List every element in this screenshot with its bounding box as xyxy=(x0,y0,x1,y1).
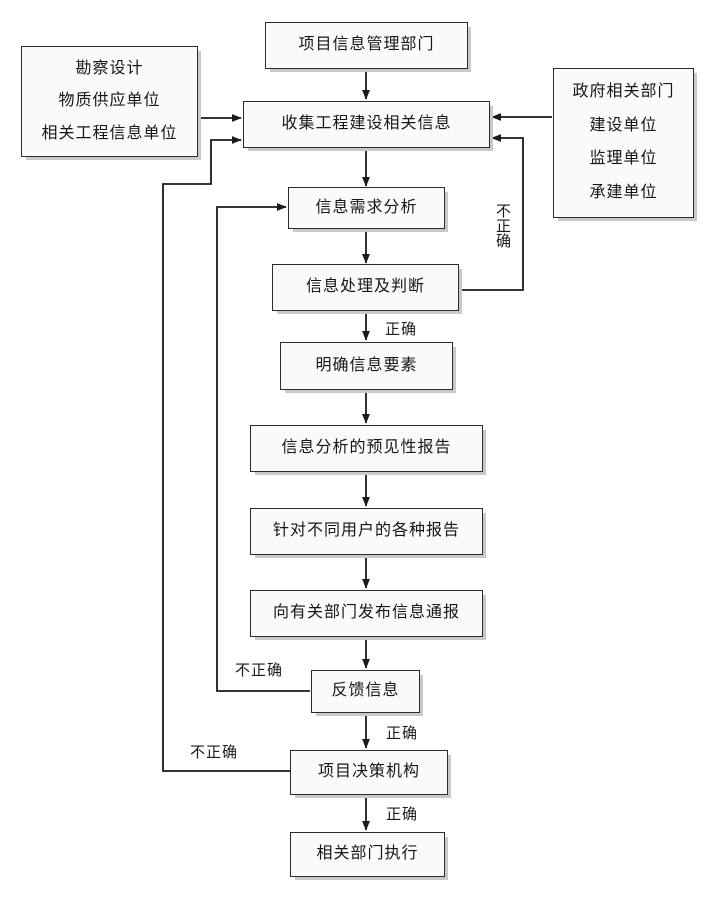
node-label: 项目信息管理部门 xyxy=(298,36,435,54)
node-label-line-2: 物质供应单位 xyxy=(58,92,161,110)
node-label: 向有关部门发布信息通报 xyxy=(272,604,460,622)
node-predictive-analysis-report[interactable]: 信息分析的预见性报告 xyxy=(250,425,483,472)
node-label: 相关部门执行 xyxy=(316,845,419,863)
node-publish-information-bulletin[interactable]: 向有关部门发布信息通报 xyxy=(250,590,483,637)
node-information-processing-judgement[interactable]: 信息处理及判断 xyxy=(272,264,459,311)
edge-label-process-correct: 正确 xyxy=(385,322,418,338)
node-label: 明确信息要素 xyxy=(315,356,418,374)
edge-label-decision-correct: 正确 xyxy=(386,807,419,823)
edge-feedback-demand-incorrect xyxy=(216,203,310,692)
node-clarify-information-elements[interactable]: 明确信息要素 xyxy=(280,342,453,390)
node-label: 信息处理及判断 xyxy=(305,278,425,296)
node-label-line-1: 政府相关部门 xyxy=(572,82,675,100)
node-label-line-3: 相关工程信息单位 xyxy=(41,124,178,142)
node-left-source-units[interactable]: 勘察设计 物质供应单位 相关工程信息单位 xyxy=(21,46,198,157)
node-relevant-department-execution[interactable]: 相关部门执行 xyxy=(290,832,445,877)
node-label: 信息分析的预见性报告 xyxy=(281,439,452,457)
edge-label-feedback-correct: 正确 xyxy=(386,726,419,742)
edge-label-process-incorrect: 不正确 xyxy=(494,203,510,248)
node-label: 针对不同用户的各种报告 xyxy=(272,522,460,540)
node-label-line-1: 勘察设计 xyxy=(75,59,144,77)
node-feedback-information[interactable]: 反馈信息 xyxy=(311,670,420,713)
node-label: 收集工程建设相关信息 xyxy=(281,115,452,133)
edge-label-feedback-incorrect: 不正确 xyxy=(235,663,284,679)
edge-process-collect-incorrect xyxy=(459,134,524,291)
node-label: 信息需求分析 xyxy=(315,198,418,216)
node-information-demand-analysis[interactable]: 信息需求分析 xyxy=(288,187,445,229)
node-label: 反馈信息 xyxy=(331,682,400,700)
edge-label-decision-incorrect: 不正确 xyxy=(190,745,239,761)
node-project-information-management-department[interactable]: 项目信息管理部门 xyxy=(265,22,468,69)
node-right-source-units[interactable]: 政府相关部门 建设单位 监理单位 承建单位 xyxy=(553,68,694,218)
node-collect-construction-information[interactable]: 收集工程建设相关信息 xyxy=(243,101,490,148)
node-label-line-3: 监理单位 xyxy=(589,150,658,168)
edge-decision-collect-incorrect xyxy=(162,136,290,772)
node-label-line-4: 承建单位 xyxy=(589,184,658,202)
node-label-line-2: 建设单位 xyxy=(589,116,658,134)
node-reports-for-different-users[interactable]: 针对不同用户的各种报告 xyxy=(250,508,483,555)
node-project-decision-body[interactable]: 项目决策机构 xyxy=(290,750,448,795)
node-label: 项目决策机构 xyxy=(317,763,420,781)
